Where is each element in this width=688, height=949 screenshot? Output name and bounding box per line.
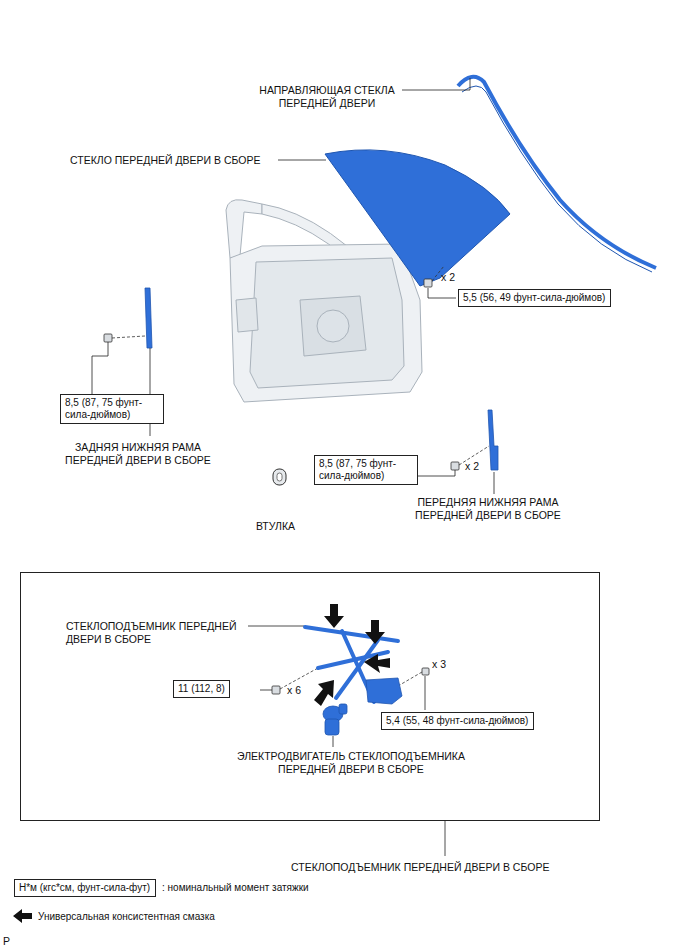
assembly-name: СТЕКЛОПОДЪЕМНИК ПЕРЕДНЕЙ ДВЕРИ В СБОРЕ xyxy=(291,861,549,874)
torque-value: 5,5 (56, 49 фунт-сила-дюймов) xyxy=(463,292,606,304)
torque-box: 8,5 (87, 75 фунт-сила-дюймов) xyxy=(60,394,164,424)
grommet xyxy=(273,469,286,485)
assembly-panel: СТЕКЛОПОДЪЕМНИК ПЕРЕДНЕЙ ДВЕРИ В СБОРЕ 11… xyxy=(20,572,600,821)
torque-value: 8,5 (87, 75 фунт-сила-дюймов) xyxy=(65,397,159,421)
rear-lower-frame xyxy=(145,288,152,348)
torque-value: 11 (112, 8) xyxy=(178,683,225,695)
legend-text: Универсальная консистентная смазка xyxy=(38,910,215,923)
part-name: СТЕКЛОПОДЪЕМНИК ПЕРЕДНЕЙ ДВЕРИ В СБОРЕ xyxy=(66,620,252,646)
torque-box: 5,5 (56, 49 фунт-сила-дюймов) xyxy=(458,289,611,307)
grease-arrows xyxy=(314,604,390,706)
legend-text: : номинальный момент затяжки xyxy=(162,881,309,894)
torque-value: 5,4 (55, 48 фунт-сила-дюймов) xyxy=(386,715,529,727)
quantity-mark: x 2 xyxy=(441,271,455,284)
torque-box: Н*м (кгс*см, фунт-сила-фут) xyxy=(14,879,156,897)
legend-arrow xyxy=(13,909,32,923)
part-name: ПЕРЕДНЯЯ НИЖНЯЯ РАМА ПЕРЕДНЕЙ ДВЕРИ В СБ… xyxy=(398,496,578,522)
torque-box: 11 (112, 8) xyxy=(173,680,230,698)
torque-box: 8,5 (87, 75 фунт-сила-дюймов) xyxy=(314,455,418,485)
part-name: НАПРАВЛЯЮЩАЯ СТЕКЛА ПЕРЕДНЕЙ ДВЕРИ xyxy=(252,84,402,110)
front-lower-frame xyxy=(488,410,498,470)
window-regulator-base xyxy=(366,678,402,704)
leader-lines xyxy=(92,78,494,856)
part-name: ЗАДНЯЯ НИЖНЯЯ РАМА ПЕРЕДНЕЙ ДВЕРИ В СБОР… xyxy=(48,441,228,467)
torque-box: 5,4 (55, 48 фунт-сила-дюймов) xyxy=(381,712,534,730)
glass-run xyxy=(458,77,656,268)
part-name: ЭЛЕКТРОДВИГАТЕЛЬ СТЕКЛОПОДЪЕМНИКА ПЕРЕДН… xyxy=(236,750,466,776)
door-glass xyxy=(325,150,510,286)
quantity-mark: x 6 xyxy=(287,684,301,697)
quantity-mark: x 2 xyxy=(465,460,479,473)
part-name: ВТУЛКА xyxy=(256,520,295,533)
part-name: СТЕКЛО ПЕРЕДНЕЙ ДВЕРИ В СБОРЕ xyxy=(70,154,261,167)
regulator-motor xyxy=(323,704,347,735)
torque-value: 8,5 (87, 75 фунт-сила-дюймов) xyxy=(319,458,413,482)
torque-value: Н*м (кгс*см, фунт-сила-фут) xyxy=(19,882,151,894)
glass-run-edge xyxy=(462,86,652,272)
quantity-mark: x 3 xyxy=(432,658,446,671)
page-code: P xyxy=(3,935,10,948)
